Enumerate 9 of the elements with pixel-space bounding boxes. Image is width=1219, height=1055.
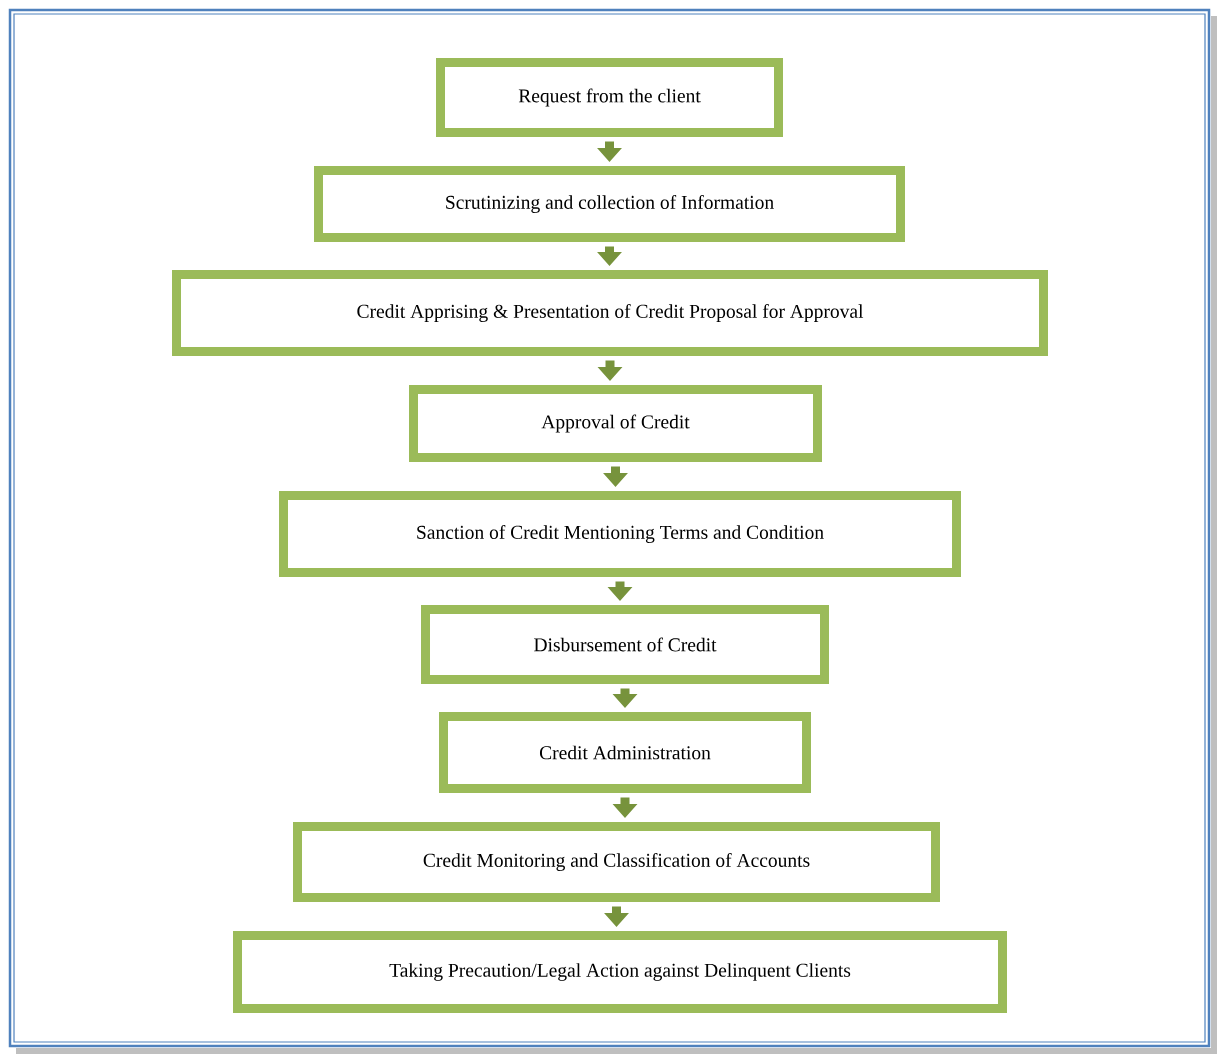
process-box: Sanction of Credit Mentioning Terms and Condition (279, 491, 961, 577)
process-box: Approval of Credit (409, 385, 822, 462)
process-box: Credit Monitoring and Classification of Accounts (293, 822, 940, 902)
process-box: Scrutinizing and collection of Information (314, 166, 905, 242)
process-box: Credit Administration (439, 712, 811, 793)
process-box: Request from the client (436, 58, 783, 137)
process-box: Disbursement of Credit (421, 605, 829, 684)
process-box: Taking Precaution/Legal Action against Delinquent Clients (233, 931, 1007, 1013)
process-box: Credit Apprising & Presentation of Credit Proposal for Approval (172, 270, 1048, 356)
